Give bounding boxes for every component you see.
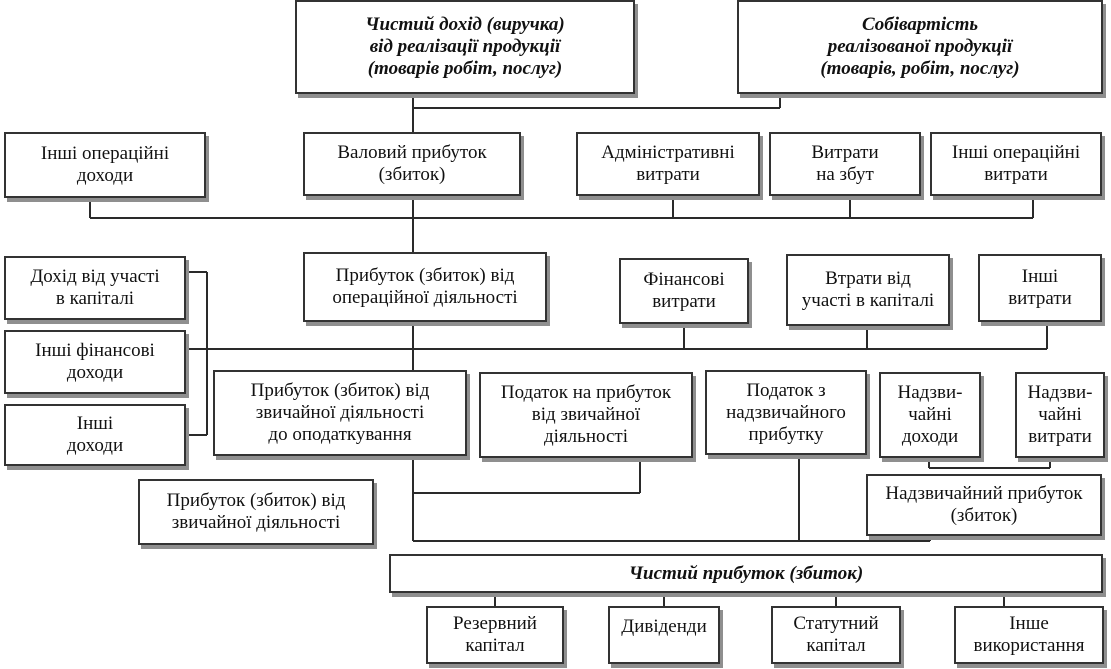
revenue-box: Чистий дохід (виручка) від реалізації пр… — [295, 0, 635, 94]
gross-profit-box: Валовий прибуток (збиток) — [303, 132, 521, 196]
dividends-box: Дивіденди — [608, 606, 720, 664]
extraordinary-expenses-box: Надзви- чайні витрати — [1015, 372, 1105, 458]
other-expenses-box: Інші витрати — [978, 254, 1102, 322]
charter-capital-box: Статутний капітал — [771, 606, 901, 664]
cost-of-sales-box: Собівартість реалізованої продукції (тов… — [737, 0, 1103, 94]
equity-income-box: Дохід від участі в капіталі — [4, 256, 186, 320]
income-tax-box: Податок на прибуток від звичайної діяльн… — [479, 372, 693, 458]
net-profit-box: Чистий прибуток (збиток) — [389, 554, 1103, 593]
other-operating-income-box: Інші операційні доходи — [4, 132, 206, 198]
ordinary-profit-box: Прибуток (збиток) від звичайної діяльнос… — [138, 479, 374, 545]
selling-expenses-box: Витрати на збут — [769, 132, 921, 196]
operating-profit-box: Прибуток (збиток) від операційної діяльн… — [303, 252, 547, 322]
extraordinary-profit-tax-box: Податок з надзвичайного прибутку — [705, 370, 867, 455]
equity-losses-box: Втрати від участі в капіталі — [786, 254, 950, 326]
reserve-capital-box: Резервний капітал — [426, 606, 564, 664]
extraordinary-profit-box: Надзвичайний прибуток (збиток) — [866, 474, 1102, 536]
extraordinary-income-box: Надзви- чайні доходи — [879, 372, 981, 458]
other-use-box: Інше використання — [954, 606, 1104, 664]
other-income-box: Інші доходи — [4, 404, 186, 466]
other-financial-income-box: Інші фінансові доходи — [4, 330, 186, 394]
pretax-profit-box: Прибуток (збиток) від звичайної діяльнос… — [213, 370, 467, 456]
administrative-expenses-box: Адміністративні витрати — [576, 132, 760, 196]
other-operating-expenses-box: Інші операційні витрати — [930, 132, 1102, 196]
financial-expenses-box: Фінансові витрати — [619, 258, 749, 324]
